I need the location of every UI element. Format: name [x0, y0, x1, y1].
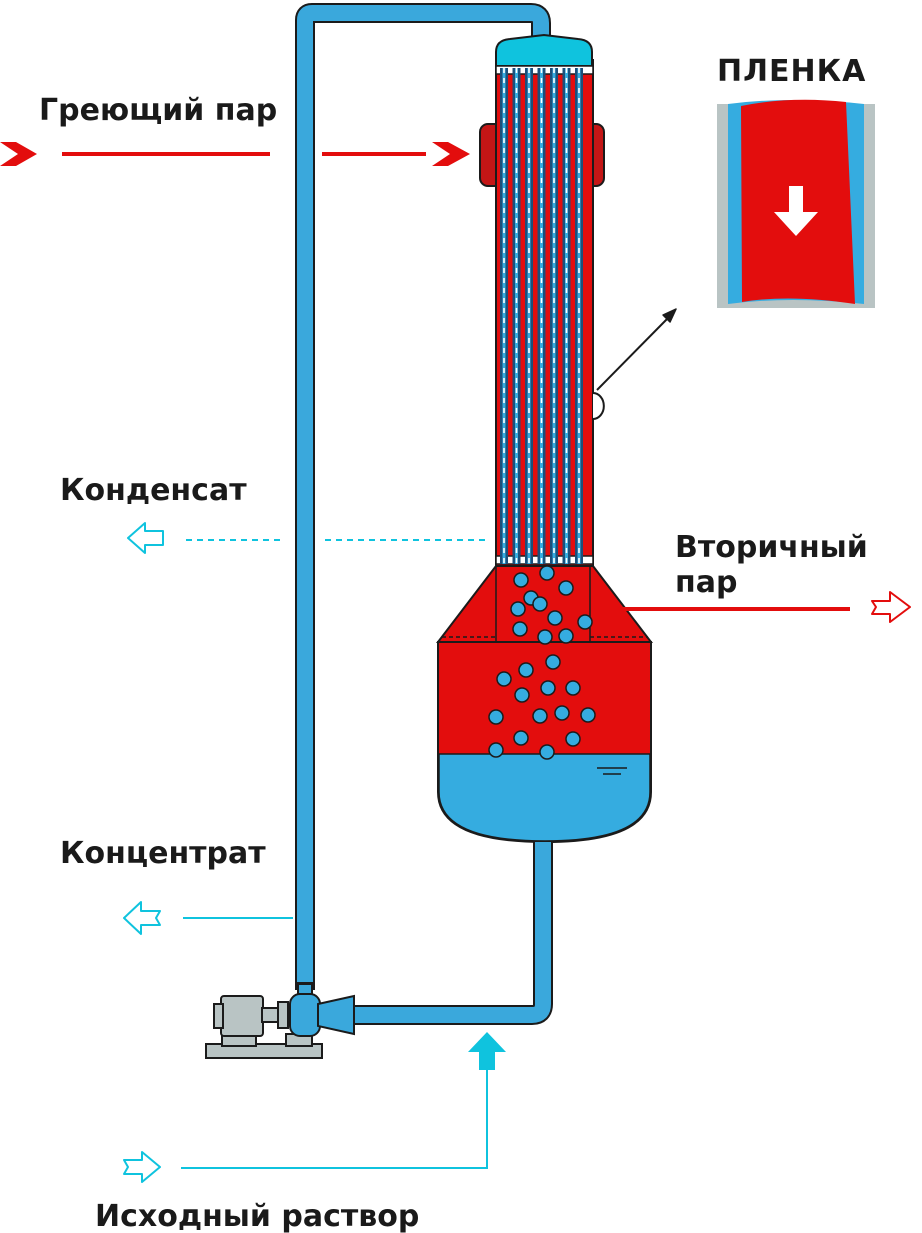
condensate-label: Конденсат [60, 473, 247, 508]
recirculation-pipe [295, 3, 551, 990]
droplet [558, 628, 574, 644]
droplet [488, 709, 504, 725]
pump-base [205, 1043, 323, 1059]
droplet [577, 614, 593, 630]
feed-solution-label: Исходный раствор [95, 1199, 419, 1233]
droplet [565, 731, 581, 747]
droplet [537, 629, 553, 645]
secondary-steam-label-line1: Вторичный [675, 530, 868, 565]
film-pointer-circle [592, 392, 605, 420]
concentrate-label: Концентрат [60, 836, 266, 871]
heating-steam-line [0, 142, 470, 166]
liquid-level-mark [597, 767, 627, 775]
heating-steam-arrow-icon [432, 142, 470, 166]
feed-solution-line [123, 1032, 506, 1183]
droplet [518, 662, 534, 678]
condensate-line [127, 522, 490, 554]
droplet [488, 742, 504, 758]
heating-steam-label: Греющий пар [39, 93, 277, 128]
droplet [580, 707, 596, 723]
bottom-pipe [350, 842, 553, 1025]
concentrate-line [123, 901, 293, 935]
inner-guide-walls [442, 566, 648, 642]
droplet [547, 610, 563, 626]
feed-up-arrow-icon [468, 1032, 506, 1070]
separator-liquid [438, 753, 651, 842]
droplet [539, 744, 555, 760]
droplet [513, 730, 529, 746]
pump-inlet [317, 994, 355, 1036]
film-flow-arrow-icon [774, 186, 818, 236]
condensate-out-icon [127, 522, 164, 554]
evaporator-column [479, 33, 605, 571]
droplet [540, 680, 556, 696]
droplet [510, 601, 526, 617]
droplet [554, 705, 570, 721]
secondary-steam-line [620, 591, 911, 623]
droplet [513, 572, 529, 588]
heating-steam-in-icon [0, 142, 37, 166]
droplets [488, 565, 596, 760]
film-illustration [717, 99, 875, 308]
motor [220, 995, 264, 1037]
secondary-steam-out-icon [871, 591, 911, 623]
droplet [514, 687, 530, 703]
heating-tubes [500, 68, 583, 564]
film-pointer-arrow-icon [662, 308, 677, 323]
column-top-cap [495, 33, 593, 67]
droplet [565, 680, 581, 696]
concentrate-out-icon [123, 901, 161, 935]
droplet [512, 621, 528, 637]
film-callout [592, 99, 875, 420]
droplet [545, 654, 561, 670]
film-label: ПЛЕНКА [717, 54, 866, 89]
secondary-steam-label-line2: пар [675, 565, 737, 600]
pump-casing [289, 993, 321, 1037]
droplet [558, 580, 574, 596]
droplet [539, 565, 555, 581]
pump-assembly [205, 982, 355, 1059]
droplet [532, 596, 548, 612]
feed-in-icon [123, 1151, 161, 1183]
separator [435, 565, 654, 844]
droplet [532, 708, 548, 724]
droplet [496, 671, 512, 687]
